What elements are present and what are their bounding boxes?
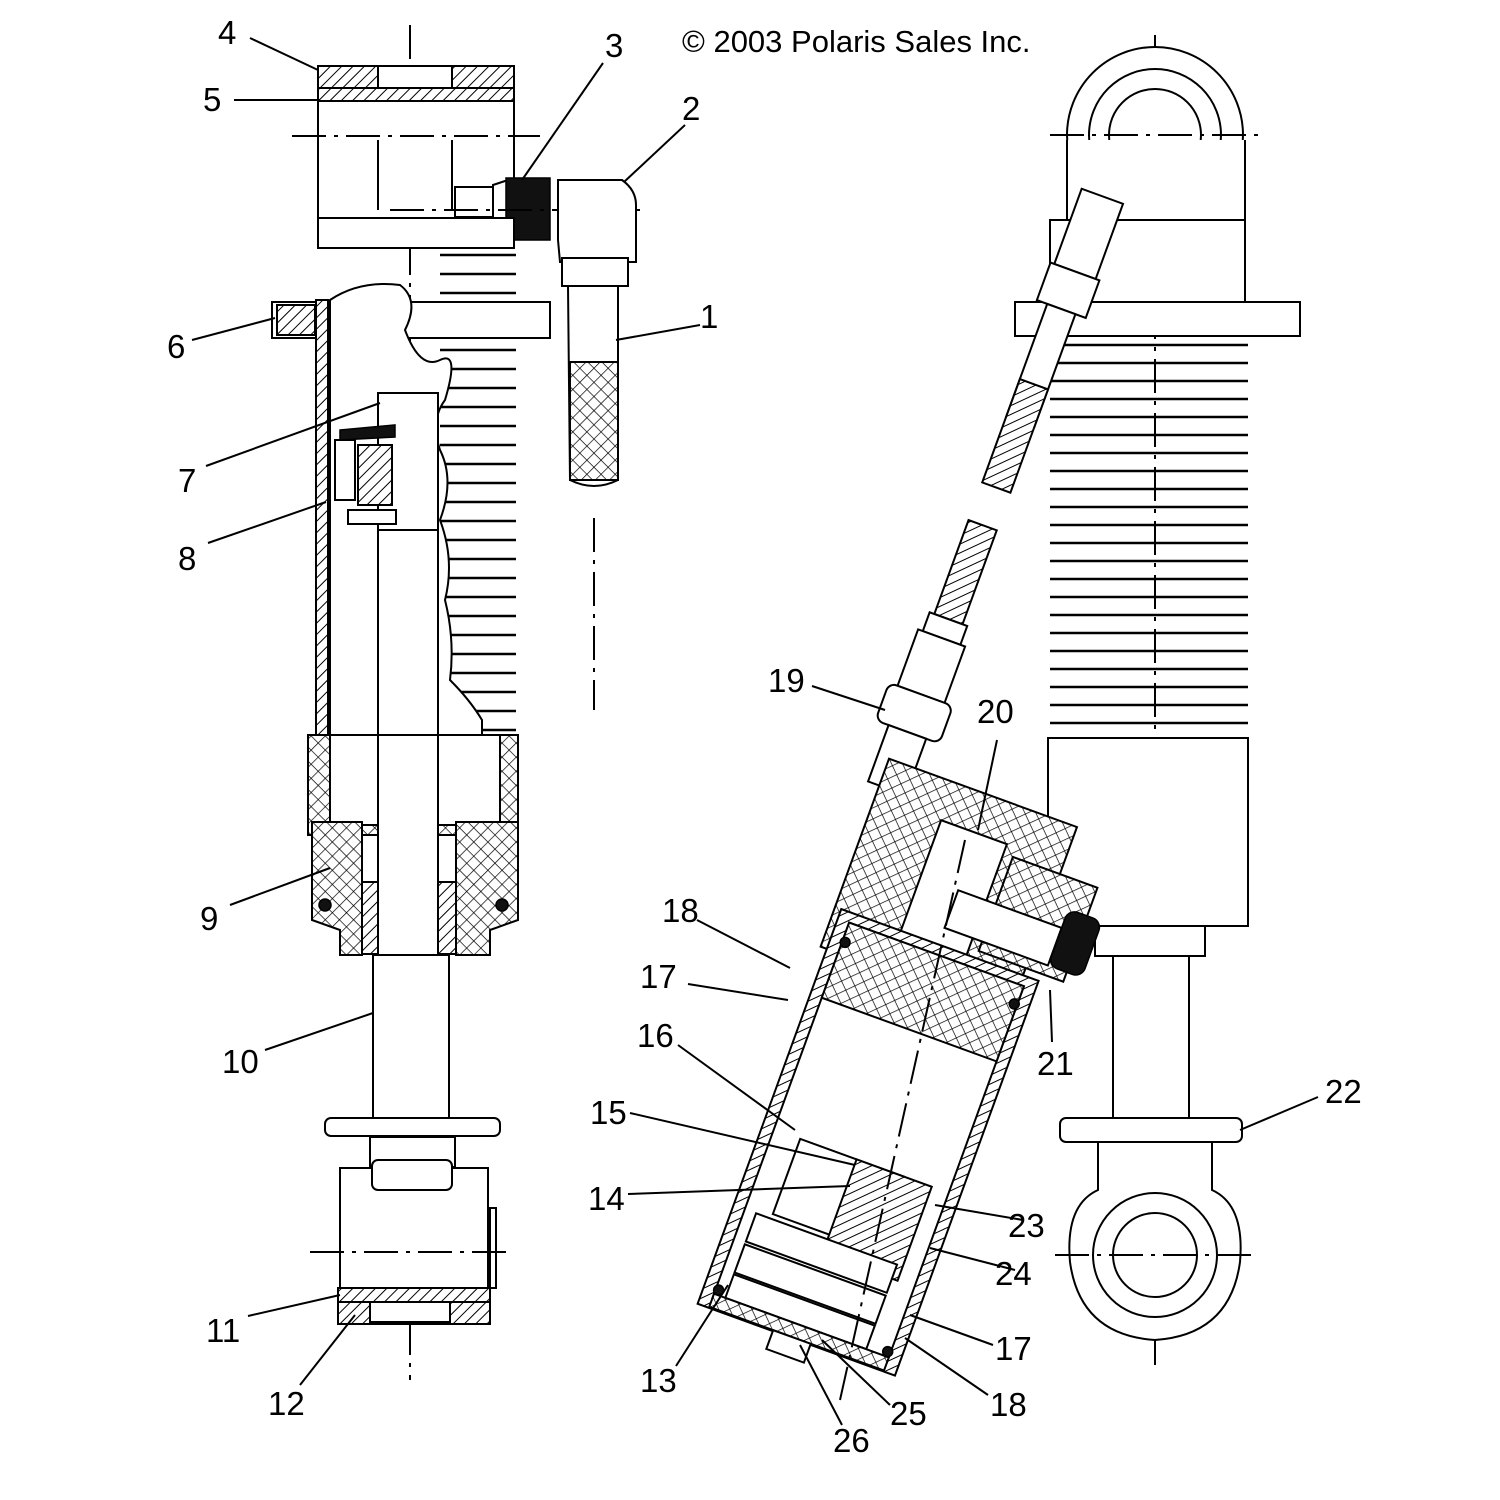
callout-16: 16: [637, 1017, 674, 1054]
copyright-text: © 2003 Polaris Sales Inc.: [682, 24, 1031, 59]
callout-18b: 18: [990, 1386, 1027, 1423]
callout-5: 5: [203, 81, 221, 118]
callout-8: 8: [178, 540, 196, 577]
leader-lines: [191, 37, 1319, 1426]
callout-22: 22: [1325, 1073, 1362, 1110]
callout-6: 6: [167, 328, 185, 365]
left-shock-cutaway: [271, 25, 640, 1380]
callout-20: 20: [977, 693, 1014, 730]
callout-10: 10: [222, 1043, 259, 1080]
callout-13: 13: [640, 1362, 677, 1399]
callout-17b: 17: [995, 1330, 1032, 1367]
callout-17: 17: [640, 958, 677, 995]
callout-1: 1: [700, 298, 718, 335]
callout-11: 11: [206, 1312, 240, 1349]
callout-9: 9: [200, 900, 218, 937]
callout-14: 14: [588, 1180, 625, 1217]
callout-3: 3: [605, 27, 623, 64]
callout-25: 25: [890, 1395, 927, 1432]
callout-numbers: 1 2 3 4 5 6 7 8 9 10 11 12 13 14 15 16 1…: [167, 14, 1362, 1459]
callout-24: 24: [995, 1255, 1032, 1292]
callout-4: 4: [218, 14, 236, 51]
callout-21: 21: [1037, 1045, 1074, 1082]
callout-12: 12: [268, 1385, 305, 1422]
callout-19: 19: [768, 662, 805, 699]
callout-18: 18: [662, 892, 699, 929]
callout-7: 7: [178, 462, 196, 499]
reservoir-assembly: [696, 187, 1125, 1401]
callout-26: 26: [833, 1422, 870, 1459]
right-shock-assembly: [1014, 35, 1301, 1370]
callout-23: 23: [1008, 1207, 1045, 1244]
callout-15: 15: [590, 1094, 627, 1131]
callout-2: 2: [682, 90, 700, 127]
